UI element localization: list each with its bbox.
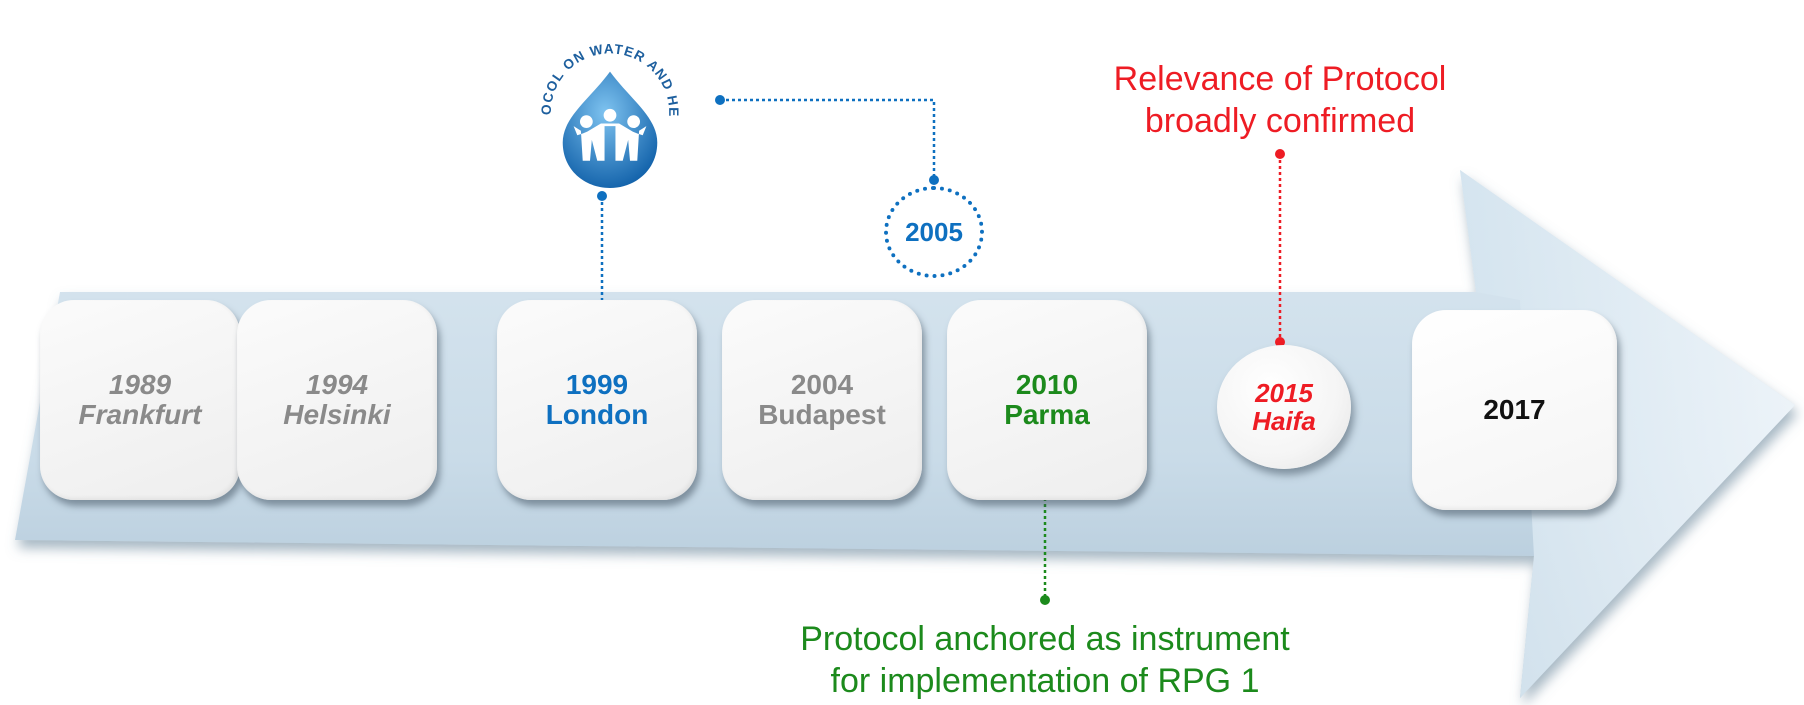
milestone-year: 2004 — [790, 369, 854, 400]
milestone-card-1999: 1999 London — [497, 300, 697, 500]
haifa-annotation: Relevance of Protocol broadly confirmed — [1080, 58, 1480, 142]
milestone-year: 1989 — [108, 369, 172, 400]
milestone-card-2010: 2010 Parma — [947, 300, 1147, 500]
parma-annotation-line1: Protocol anchored as instrument — [800, 620, 1290, 658]
people-icon — [573, 108, 647, 161]
milestone-city: Haifa — [1252, 406, 1316, 436]
milestone-card-2017: 2017 — [1412, 310, 1617, 510]
protocol-logo: PROTOCOL ON WATER AND HEALTH — [510, 8, 680, 188]
parma-annotation-line2: for implementation of RPG 1 — [830, 662, 1260, 700]
haifa-annotation-line2: broadly confirmed — [1144, 102, 1416, 140]
milestone-city: Helsinki — [283, 399, 391, 430]
milestone-city: Budapest — [758, 399, 886, 430]
milestone-city: Parma — [1004, 399, 1090, 430]
year-badge-2005: 2005 — [884, 186, 984, 278]
milestone-year: 1994 — [305, 369, 369, 400]
parma-annotation: Protocol anchored as instrument for impl… — [760, 618, 1330, 702]
milestone-year: 2017 — [1483, 394, 1546, 425]
milestone-card-1994: 1994 Helsinki — [237, 300, 437, 500]
milestone-city: London — [545, 399, 649, 430]
milestone-card-1989: 1989 Frankfurt — [40, 300, 240, 500]
milestone-card-2004: 2004 Budapest — [722, 300, 922, 500]
milestone-circle-2015: 2015 Haifa — [1217, 345, 1351, 469]
milestone-year: 2015 — [1255, 378, 1313, 408]
milestone-city: Frankfurt — [78, 399, 202, 430]
milestone-year: 1999 — [565, 369, 629, 400]
haifa-annotation-line1: Relevance of Protocol — [1113, 60, 1447, 98]
badge-logo-connector — [715, 95, 939, 185]
milestone-year: 2010 — [1015, 369, 1079, 400]
haifa-note-connector — [1275, 149, 1285, 347]
badge-year-label: 2005 — [905, 216, 963, 247]
